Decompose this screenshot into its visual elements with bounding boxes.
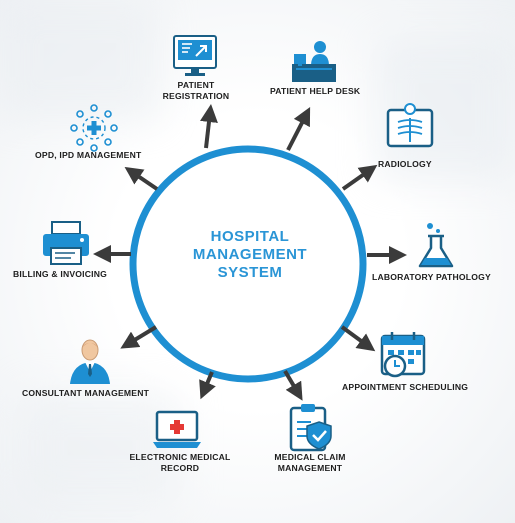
laptop-medical-icon — [153, 410, 201, 448]
label-laboratory-pathology: LABORATORY PATHOLOGY — [372, 272, 491, 282]
flask-icon — [418, 223, 454, 268]
label-medical-claim-2: MANAGEMENT — [277, 463, 343, 473]
label-consultant-management: CONSULTANT MANAGEMENT — [22, 388, 150, 398]
central-ring — [129, 145, 367, 383]
label-billing-invoicing: BILLING & INVOICING — [13, 269, 108, 279]
label-patient-registration-1: PATIENT — [177, 80, 215, 90]
arrow-medical-claim — [283, 369, 303, 401]
center-title-line2: MANAGEMENT — [192, 246, 308, 263]
label-opd-ipd-management: OPD, IPD MANAGEMENT — [35, 150, 142, 160]
arrow-consultant — [120, 325, 158, 349]
center-title-line1: HOSPITAL — [210, 228, 290, 245]
arrow-patient-registration — [200, 104, 218, 149]
label-medical-claim-1: MEDICAL CLAIM — [274, 452, 346, 462]
arrow-patient-help-desk — [286, 106, 311, 151]
label-patient-help-desk: PATIENT HELP DESK — [270, 86, 361, 96]
medical-network-icon — [70, 104, 118, 152]
label-radiology: RADIOLOGY — [378, 159, 432, 169]
monitor-arrow-icon — [173, 35, 217, 76]
xray-icon — [386, 103, 434, 148]
printer-icon — [43, 221, 89, 265]
arrow-appointment-scheduling — [340, 325, 376, 352]
label-electronic-record-2: RECORD — [160, 463, 200, 473]
help-desk-icon — [292, 41, 336, 82]
label-patient-registration-2: REGISTRATION — [162, 91, 230, 101]
center-title-line3: SYSTEM — [217, 264, 283, 281]
arrow-electronic-record — [199, 371, 216, 400]
calendar-clock-icon — [380, 332, 426, 378]
consultant-icon — [70, 339, 110, 384]
arrows — [93, 104, 407, 401]
label-electronic-record-1: ELECTRONIC MEDICAL — [129, 452, 231, 462]
arrow-radiology — [341, 164, 378, 191]
clipboard-shield-icon — [289, 404, 332, 452]
label-appointment-scheduling: APPOINTMENT SCHEDULING — [342, 382, 469, 392]
arrow-opd-ipd — [124, 166, 159, 191]
